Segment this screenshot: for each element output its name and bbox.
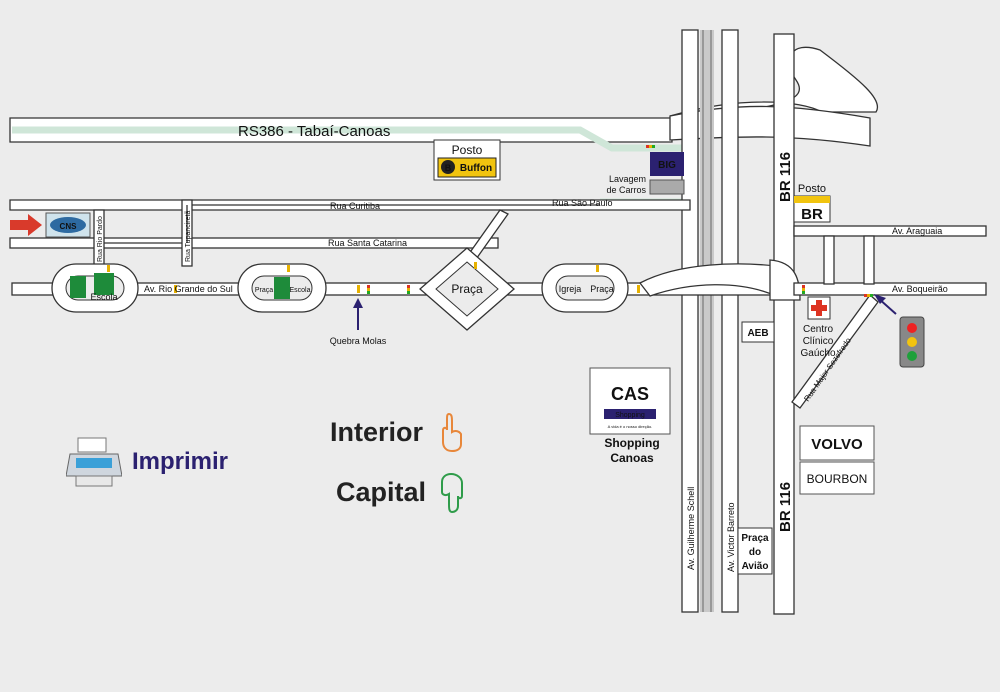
- print-label: Imprimir: [132, 448, 229, 475]
- interior-label: Interior: [330, 416, 424, 447]
- svg-text:Centro: Centro: [803, 324, 833, 335]
- rua-major-sezefredo-road: [791, 294, 879, 409]
- svg-text:Escola: Escola: [90, 292, 117, 302]
- svg-text:BOURBON: BOURBON: [807, 472, 868, 486]
- lavagem-de-carros: Lavagem de Carros: [606, 174, 685, 195]
- quebra-molas: Quebra Molas: [330, 298, 387, 346]
- svg-text:Posto: Posto: [452, 143, 483, 157]
- company-logo: CNS: [45, 212, 91, 238]
- centro-clinico: Centro Clínico Gaúcho: [800, 296, 836, 359]
- av-guilherme-schell-road: [681, 29, 699, 613]
- praca-center-label: Praça: [451, 282, 483, 296]
- av-araguaia-label: Av. Araguaia: [892, 226, 942, 236]
- praca-escola-2: Praça Escola: [255, 277, 311, 299]
- svg-text:Shopping: Shopping: [604, 436, 659, 450]
- svg-text:Praça: Praça: [255, 287, 273, 294]
- svg-text:Quebra Molas: Quebra Molas: [330, 336, 387, 346]
- av-boqueirao-road: [793, 282, 987, 296]
- br116-top-label: BR 116: [777, 152, 794, 202]
- av-guilherme-schell-label: Av. Guilherme Schell: [686, 487, 696, 570]
- bourbon: BOURBON: [799, 461, 875, 495]
- svg-text:Shopping: Shopping: [615, 412, 645, 419]
- svg-text:VOLVO: VOLVO: [811, 436, 863, 453]
- rua-rio-pardo-label: Rua Rio Pardo: [97, 216, 104, 262]
- igreja-label: Igreja: [559, 284, 582, 294]
- rua-tupancireta-label: Rua Tupanciretã: [185, 211, 192, 262]
- posto-buffon: Posto B Buffon: [433, 139, 501, 181]
- av-boqueirao-label: Av. Boqueirão: [892, 284, 948, 294]
- rua-santa-catarina-road: [9, 237, 499, 249]
- svg-text:Clínico: Clínico: [803, 336, 834, 347]
- svg-text:CAS: CAS: [611, 384, 649, 404]
- br116-bottom-label: BR 116: [777, 482, 794, 532]
- print-button[interactable]: Imprimir: [66, 436, 228, 488]
- svg-text:Gaúcho: Gaúcho: [800, 348, 835, 359]
- svg-text:A vida é o nosso direção.: A vida é o nosso direção.: [608, 424, 653, 429]
- rua-santa-catarina-label: Rua Santa Catarina: [328, 238, 407, 248]
- svg-text:Lavagem: Lavagem: [609, 174, 646, 184]
- svg-text:Posto: Posto: [798, 183, 826, 195]
- svg-text:de Carros: de Carros: [606, 185, 646, 195]
- svg-text:Canoas: Canoas: [610, 451, 654, 465]
- svg-text:B: B: [445, 163, 452, 173]
- start-arrow-icon: [10, 214, 42, 236]
- svg-text:do: do: [749, 547, 761, 558]
- capital-button[interactable]: Capital: [336, 470, 466, 514]
- svg-text:Avião: Avião: [742, 561, 769, 572]
- aeb: AEB: [741, 321, 775, 343]
- traffic-light-icon: [874, 294, 925, 368]
- praca-do-aviao: Praça do Avião: [737, 527, 773, 575]
- pointing-hand-orange-icon: [442, 412, 463, 452]
- svg-text:Praça: Praça: [741, 533, 769, 544]
- roundabout-praca-diamond: [419, 247, 515, 331]
- printer-icon: [66, 437, 122, 487]
- av-victor-barreto-label: Av. Victor Barreto: [726, 502, 736, 572]
- av-victor-barreto-road: [721, 29, 739, 613]
- av-rio-grande-label: Av. Rio Grande do Sul: [144, 284, 233, 294]
- av-araguaia-road: [793, 225, 987, 237]
- escola-1: Escola: [70, 273, 118, 302]
- svg-text:CNS: CNS: [60, 222, 78, 231]
- capital-label: Capital: [336, 476, 427, 507]
- traffic-marks: [107, 145, 873, 297]
- roundabout-igreja-praca: [541, 263, 629, 313]
- pointing-hand-green-icon: [441, 472, 464, 514]
- rua-sao-paulo-label: Rua São Paulo: [552, 198, 613, 208]
- posto-br: Posto BR: [793, 183, 831, 223]
- shopping-canoas: CAS Shopping A vida é o nosso direção. S…: [589, 367, 671, 465]
- rua-curitiba-label: Rua Curitiba: [330, 201, 380, 211]
- big-store: BIG: [650, 152, 684, 176]
- svg-text:Buffon: Buffon: [460, 163, 492, 174]
- interior-button[interactable]: Interior: [330, 412, 465, 452]
- svg-text:AEB: AEB: [747, 328, 768, 339]
- volvo: VOLVO: [799, 425, 875, 461]
- br116-junction: [769, 259, 801, 301]
- svg-text:Escola: Escola: [289, 287, 310, 294]
- rs386-label: RS386 - Tabaí-Canoas: [238, 123, 390, 140]
- railway: [700, 30, 714, 612]
- svg-text:BR: BR: [801, 206, 823, 223]
- svg-text:BIG: BIG: [658, 160, 676, 171]
- praca-2-label: Praça: [590, 284, 614, 294]
